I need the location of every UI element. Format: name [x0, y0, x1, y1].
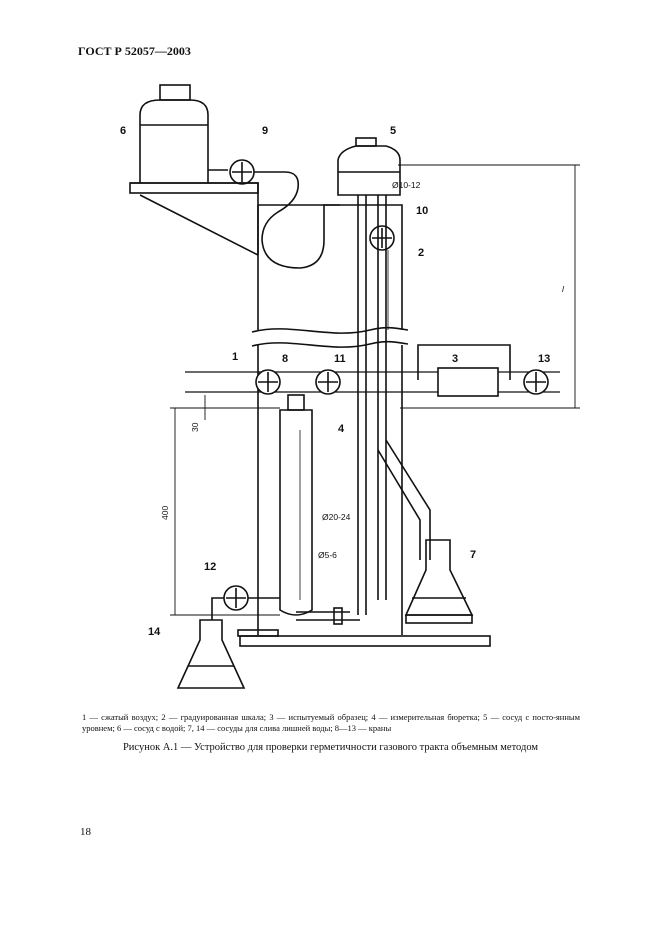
- dim-l-label: l: [562, 284, 565, 294]
- standard-header: ГОСТ Р 52057—2003: [78, 44, 191, 58]
- vessel-6-neck: [159, 84, 191, 101]
- drain-to-7: [377, 439, 431, 560]
- tube-12: [211, 597, 280, 620]
- figure-legend: 1 — сжатый воздух; 2 — градуированная шк…: [82, 712, 580, 733]
- label-10: 10: [416, 205, 428, 217]
- tap-10: [369, 225, 395, 251]
- shelf-top: [129, 182, 259, 194]
- flask-7-base: [405, 614, 473, 624]
- label-1: 1: [232, 351, 238, 363]
- tube-overflow: [377, 195, 387, 600]
- connector: [333, 607, 343, 625]
- stand-board-upper: [257, 204, 403, 330]
- bypass-3: [417, 344, 511, 380]
- apparatus-diagram: 6 9 5 10 2 1 8 11 3 13 4 7 12 14 Ø10-12 …: [120, 84, 580, 689]
- dim-30-label: 30: [190, 422, 200, 432]
- burette-bottom-tube: [296, 611, 360, 621]
- dim-d5-6: Ø5-6: [318, 550, 337, 560]
- label-7: 7: [470, 549, 476, 561]
- label-14: 14: [148, 626, 161, 638]
- dim-d10-12: Ø10-12: [392, 180, 421, 190]
- vessel-6: [139, 99, 209, 183]
- figure-caption: Рисунок А.1 — Устройство для проверки ге…: [122, 742, 539, 753]
- flask-14: [176, 619, 246, 689]
- label-13: 13: [538, 353, 550, 365]
- dim-400-label: 400: [160, 506, 170, 520]
- label-11: 11: [334, 353, 346, 365]
- label-12: 12: [204, 561, 216, 573]
- page-number: 18: [80, 826, 91, 838]
- base-plate-left: [237, 629, 279, 637]
- break-line-bottom: [251, 340, 409, 348]
- burette-4-top: [287, 394, 305, 411]
- dim-l: [398, 164, 580, 409]
- label-4: 4: [338, 423, 345, 435]
- dim-400: [170, 407, 280, 616]
- hose-9: [254, 171, 340, 269]
- break-line-top: [251, 326, 409, 334]
- label-8: 8: [282, 353, 288, 365]
- tube-central: [357, 195, 367, 615]
- air-line: [185, 371, 560, 393]
- burette-4: [279, 409, 313, 616]
- flask-7: [404, 539, 474, 616]
- label-6: 6: [120, 125, 126, 137]
- vessel-5-cap: [355, 137, 377, 147]
- label-5: 5: [390, 125, 396, 137]
- label-9: 9: [262, 125, 268, 137]
- shelf-bracket: [130, 182, 259, 256]
- base-plate: [239, 635, 491, 647]
- label-3: 3: [452, 353, 458, 365]
- label-2: 2: [418, 247, 424, 259]
- vessel-5: [337, 145, 401, 196]
- sample-3: [437, 367, 499, 397]
- dim-d20-24: Ø20-24: [322, 512, 351, 522]
